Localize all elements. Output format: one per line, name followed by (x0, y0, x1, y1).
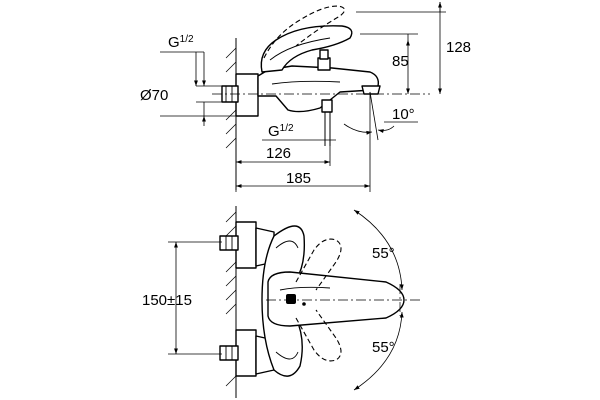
mixer-body-side (257, 49, 381, 146)
spout-reach-label: 126 (266, 145, 291, 162)
overall-depth-label: 185 (286, 170, 311, 187)
lever-alt-positions (295, 238, 342, 362)
centre-distance-label: 150±15 (142, 292, 192, 309)
spout-height-label: 85 (392, 53, 409, 70)
lever-handle-side (260, 5, 353, 73)
side-view: G1/2 Ø70 G1/2 10° (140, 2, 471, 192)
wall-front (225, 206, 237, 398)
height-dimensions: 85 128 (356, 2, 471, 94)
diameter-dimension: Ø70 (140, 85, 222, 104)
centre-distance-dimension: 150±15 (142, 241, 222, 355)
angle-dimension-side: 10° (343, 91, 418, 141)
angle-lower-label: 55° (372, 339, 395, 356)
diameter-label: Ø70 (140, 87, 168, 104)
thread-bottom-left-leader (160, 102, 236, 126)
thread-top-label: G1/2 (168, 34, 194, 51)
angle-upper-label: 55° (372, 245, 395, 262)
reach-dimensions: 126 185 (235, 136, 371, 192)
angle-side-label: 10° (392, 106, 415, 123)
thread-bottom-label: G1/2 (268, 123, 294, 140)
lever-handle-front (267, 271, 405, 327)
wall-escutcheon (221, 73, 259, 117)
wall-side (225, 38, 237, 190)
thread-dimension-bottom: G1/2 (262, 123, 336, 141)
rotation-arcs: 55° 55° (353, 209, 404, 391)
front-view: 55° 55° 150±15 (142, 206, 420, 398)
total-height-label: 128 (446, 39, 471, 56)
thread-dimension-top: G1/2 (160, 34, 206, 86)
